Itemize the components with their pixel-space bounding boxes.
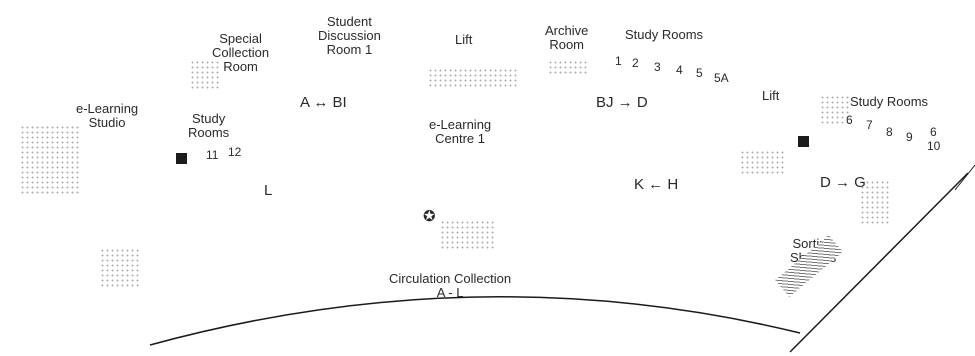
shelf-range-k-h: K ← H: [634, 176, 679, 193]
study-rooms-right-label: Study Rooms: [850, 94, 929, 109]
study-rooms-left-label: Study Rooms: [188, 111, 230, 140]
study-rooms-top-label: Study Rooms: [625, 27, 704, 42]
info-point-icon: ✪: [423, 208, 436, 225]
room-number: 6: [846, 113, 853, 127]
speckle-right-study: [820, 95, 850, 125]
shelf-range-d-g: D → G: [820, 174, 866, 191]
shelf-range-a-bi: A ↔ BI: [300, 94, 347, 111]
elearning-centre-label: e-Learning Centre 1: [429, 117, 492, 146]
speckle-special: [190, 60, 220, 90]
room-number: 1: [615, 54, 622, 68]
shelf-range-l: L: [264, 182, 273, 199]
room-number: 3: [654, 60, 661, 74]
diagonal-wall: [789, 172, 969, 353]
elearning-studio-label: e-Learning Studio: [76, 101, 139, 130]
room-number: 4: [676, 63, 683, 77]
speckle-left: [20, 125, 80, 195]
room-number: 7: [866, 118, 873, 132]
room-number: 2: [632, 56, 639, 70]
shelf-range-bj-d: BJ → D: [596, 94, 648, 111]
speckle-right: [740, 150, 785, 175]
room-number: 6: [930, 125, 937, 139]
diagonal-wall-edge: [954, 164, 975, 191]
speckle-lift-top: [428, 68, 518, 88]
room-number: 5: [696, 66, 703, 80]
room-number: 9: [906, 130, 913, 144]
special-collection-label: Special Collection Room: [212, 31, 270, 74]
room-number: 10: [927, 139, 941, 153]
room-number: 12: [228, 145, 242, 159]
lift-right-label: Lift: [762, 88, 780, 103]
speckle-left-low: [100, 248, 140, 288]
study-room-marker: [176, 153, 187, 164]
archive-room-label: Archive Room: [545, 23, 589, 52]
speckle-archive: [548, 60, 588, 74]
student-discussion-label: Student Discussion Room 1: [318, 14, 381, 57]
room-number: 5A: [714, 71, 729, 85]
speckle-right-shelf: [860, 180, 890, 225]
lift-marker: [798, 136, 809, 147]
room-number: 11: [206, 148, 219, 162]
circulation-collection-label: Circulation Collection A - L: [389, 271, 512, 300]
speckle-centre: [440, 220, 495, 250]
outer-wall-curve: [149, 296, 801, 346]
lift-top-label: Lift: [455, 32, 473, 47]
room-number: 8: [886, 125, 893, 139]
